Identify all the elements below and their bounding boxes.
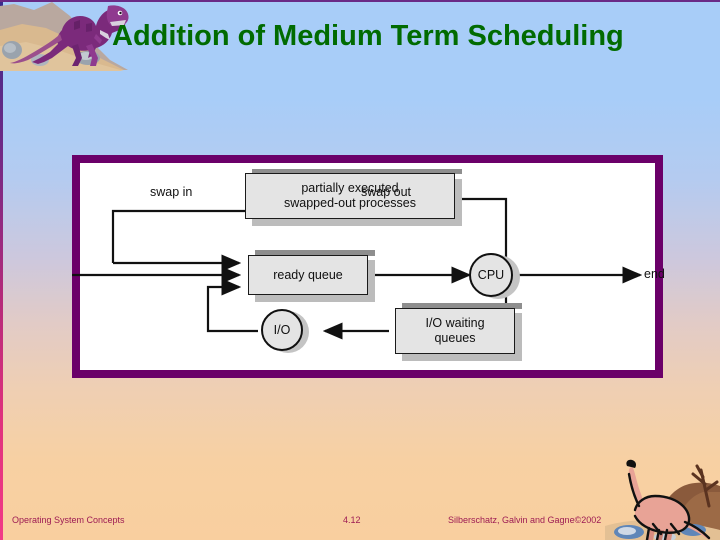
slide-title: Addition of Medium Term Scheduling: [112, 20, 624, 52]
slide-top-edge-accent: [0, 0, 720, 2]
queueing-diagram: partially executed swapped-out processes…: [72, 163, 665, 370]
node-label-line2: swapped-out processes: [283, 196, 417, 210]
edge-label-swap-in: swap in: [150, 185, 193, 199]
node-io: I/O: [261, 309, 303, 351]
slide-left-edge-accent: [0, 0, 3, 540]
node-swapped-out-processes: partially executed swapped-out processes: [245, 169, 462, 226]
figure-frame: partially executed swapped-out processes…: [72, 155, 665, 378]
node-ready-queue-label: ready queue: [248, 255, 368, 295]
node-ready-queue: ready queue: [248, 250, 375, 302]
node-io-waiting-queues: I/O waiting queues: [395, 303, 522, 361]
footer-copyright: Silberschatz, Galvin and Gagne©2002: [448, 515, 602, 525]
pink-sauropod-dinosaur-icon: [605, 444, 720, 540]
edge-label-swap-out: swap out: [361, 185, 412, 199]
node-label-line2: queues: [434, 331, 476, 345]
node-label-line1: partially executed: [301, 181, 399, 195]
node-label-line1: I/O waiting: [425, 316, 485, 330]
node-cpu-label: CPU: [477, 268, 505, 282]
node-io-label: I/O: [273, 323, 291, 337]
purple-dinosaur-icon: [0, 0, 134, 72]
footer-book-title: Operating System Concepts: [12, 515, 125, 525]
node-cpu: CPU: [469, 253, 513, 297]
edge-label-end: end: [644, 267, 665, 281]
footer-page-number: 4.12: [343, 515, 361, 525]
